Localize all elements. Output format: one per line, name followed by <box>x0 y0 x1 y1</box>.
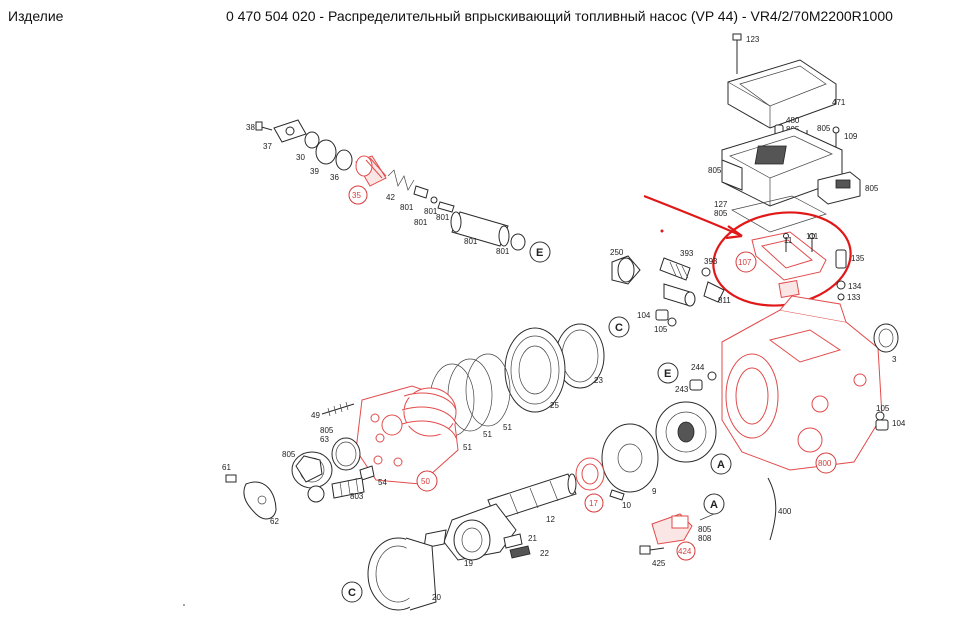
label-61: 61 <box>222 463 231 472</box>
label-63: 63 <box>320 435 329 444</box>
label-20: 20 <box>432 593 441 602</box>
label-105b: 105 <box>876 404 890 413</box>
callout-50[interactable] <box>416 470 438 492</box>
callout-c-bottom-label: C <box>348 587 356 599</box>
label-400: 400 <box>778 507 792 516</box>
label-36: 36 <box>330 173 339 182</box>
label-803: 803 <box>350 492 364 501</box>
callout-e-right[interactable] <box>657 362 679 384</box>
label-54: 54 <box>378 478 387 487</box>
label-480: 480 <box>786 116 800 125</box>
label-801f: 801 <box>496 247 510 256</box>
label-51c: 51 <box>463 443 472 452</box>
label-805h: 805 <box>698 525 712 534</box>
callout-17-label: 17 <box>589 499 598 508</box>
label-3: 3 <box>892 355 897 364</box>
label-104a: 104 <box>637 311 651 320</box>
label-42: 42 <box>386 193 395 202</box>
callout-a-lower-label: A <box>710 499 718 511</box>
fittings-group: 250 393 393 811 104 105 <box>610 248 731 334</box>
injection-adjuster-group: 805 803 61 62 <box>222 450 365 526</box>
page-title: 0 470 504 020 - Распределительный впрыск… <box>226 8 893 24</box>
callout-e-top-label: E <box>536 247 543 259</box>
label-104b: 104 <box>892 419 906 428</box>
callout-800-label: 800 <box>818 459 832 468</box>
label-425: 425 <box>652 559 666 568</box>
callout-424-label: 424 <box>678 547 692 556</box>
label-21: 21 <box>528 534 537 543</box>
label-805c: 805 <box>708 166 722 175</box>
label-22: 22 <box>540 549 549 558</box>
label-38: 38 <box>246 123 255 132</box>
bearings-group: C 23 25 51 51 51 <box>429 316 630 452</box>
pump-housing-group: 800 3 244 243 105 104 400 <box>675 295 906 541</box>
label-25: 25 <box>550 401 559 410</box>
label-801a: 801 <box>400 203 414 212</box>
label-250: 250 <box>610 248 624 257</box>
label-37: 37 <box>263 142 272 151</box>
distributor-head-group: 50 49 805 63 54 <box>311 385 459 492</box>
callout-c-mid[interactable] <box>608 316 630 338</box>
label-19: 19 <box>464 559 473 568</box>
label-51a: 51 <box>503 423 512 432</box>
label-62: 62 <box>270 517 279 526</box>
label-133: 133 <box>847 293 861 302</box>
label-12: 12 <box>546 515 555 524</box>
callout-107[interactable] <box>735 251 757 273</box>
label-805f: 805 <box>320 426 334 435</box>
label-51b: 51 <box>483 430 492 439</box>
callout-e-top[interactable] <box>529 241 551 263</box>
label-471: 471 <box>832 98 846 107</box>
label-805g: 805 <box>282 450 296 459</box>
label-801b: 801 <box>424 207 438 216</box>
label-111: 111 <box>806 232 819 241</box>
callout-c-mid-label: C <box>615 322 623 334</box>
callout-50-label: 50 <box>421 477 430 486</box>
pressure-valve-group: 38 37 30 39 36 35 42 801 801 801 801 801 <box>246 119 551 263</box>
label-393b: 393 <box>704 257 718 266</box>
label-801c: 801 <box>436 213 450 222</box>
label-244: 244 <box>691 363 705 372</box>
label-127: 127 <box>714 200 728 209</box>
label-49: 49 <box>311 411 320 420</box>
callout-c-bottom[interactable] <box>341 581 363 603</box>
label-808: 808 <box>698 534 712 543</box>
label-10: 10 <box>622 501 631 510</box>
letter-callouts: E A C <box>341 362 732 603</box>
label-123: 123 <box>746 35 760 44</box>
label-134: 134 <box>848 282 862 291</box>
label-805e: 805 <box>714 209 728 218</box>
callout-424[interactable] <box>676 541 696 561</box>
callout-e-right-label: E <box>664 368 671 380</box>
callout-a-right[interactable] <box>710 453 732 475</box>
callout-17[interactable] <box>584 493 604 513</box>
flange-ring-group: 20 <box>183 537 441 611</box>
label-801e: 801 <box>464 237 478 246</box>
label-39: 39 <box>310 167 319 176</box>
label-23: 23 <box>594 376 603 385</box>
label-30: 30 <box>296 153 305 162</box>
label-109: 109 <box>844 132 858 141</box>
label-135: 135 <box>851 254 865 263</box>
drive-shaft-group: 9 17 10 12 19 21 22 <box>423 401 717 568</box>
control-unit-group: 123 471 480 805 805 109 805 805 127 805 <box>708 33 879 233</box>
callout-35-label: 35 <box>352 191 361 200</box>
label-811: 811 <box>718 296 731 305</box>
label-805d: 805 <box>865 184 879 193</box>
label-805b: 805 <box>817 124 831 133</box>
callout-107-label: 107 <box>738 258 752 267</box>
label-801d: 801 <box>414 218 428 227</box>
callout-800[interactable] <box>815 452 837 474</box>
label-243: 243 <box>675 385 689 394</box>
sensor-group: A 424 805 808 425 <box>639 493 725 568</box>
label-11: 11 <box>784 236 793 245</box>
label-9: 9 <box>652 487 657 496</box>
callout-35[interactable] <box>348 185 368 205</box>
solenoid-valve-group: 11 111 135 134 133 107 <box>735 231 865 302</box>
label-105a: 105 <box>654 325 668 334</box>
label-393a: 393 <box>680 249 694 258</box>
callout-a-right-label: A <box>717 459 725 471</box>
product-label: Изделие <box>8 8 64 24</box>
